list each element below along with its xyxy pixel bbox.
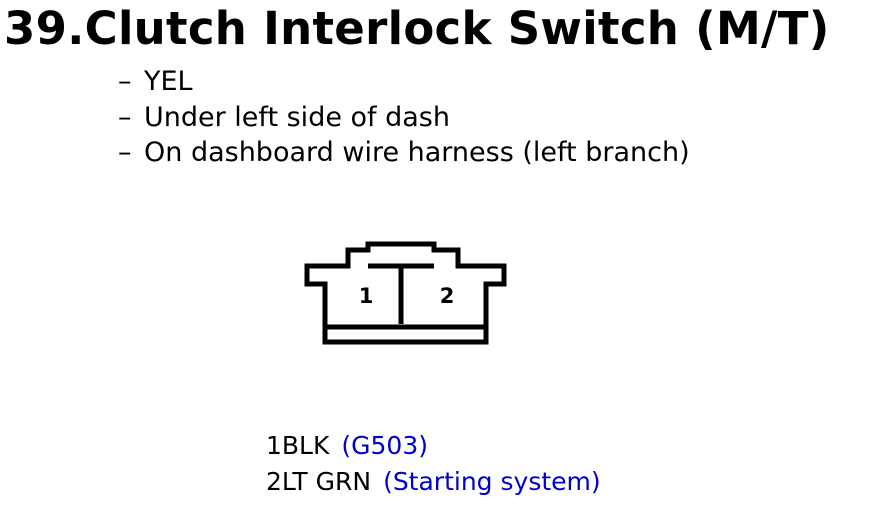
bullet-dash: – [118, 101, 132, 133]
connector-face-diagram: 1 2 [304, 241, 507, 345]
connector-location: Under left side of dash [144, 101, 450, 133]
pin-row: 1BLK (G503) [266, 428, 601, 464]
pin-row: 2LT GRN (Starting system) [266, 464, 601, 500]
pin-note: (G503) [341, 431, 428, 460]
pin-note: (Starting system) [383, 467, 601, 496]
bullet-dash: – [118, 66, 132, 97]
connector-color: YEL [144, 66, 193, 97]
connector-color-item: –YEL [118, 64, 690, 100]
terminal-1-label: 1 [359, 284, 374, 308]
connector-info-list: –YEL –Under left side of dash –On dashbo… [118, 64, 690, 171]
terminal-2-label: 2 [440, 284, 455, 308]
page-title: 39.Clutch Interlock Switch (M/T) [4, 2, 830, 55]
connector-harness: On dashboard wire harness (left branch) [144, 137, 690, 168]
connector-location-item: –Under left side of dash [118, 100, 690, 136]
connector-housing-outline [304, 241, 507, 345]
bullet-dash: – [118, 137, 132, 168]
connector-harness-item: –On dashboard wire harness (left branch) [118, 135, 690, 171]
pin-assignment-list: 1BLK (G503) 2LT GRN (Starting system) [266, 428, 601, 500]
pin-wire: 2LT GRN [266, 467, 372, 496]
pin-wire: 1BLK [266, 431, 330, 460]
